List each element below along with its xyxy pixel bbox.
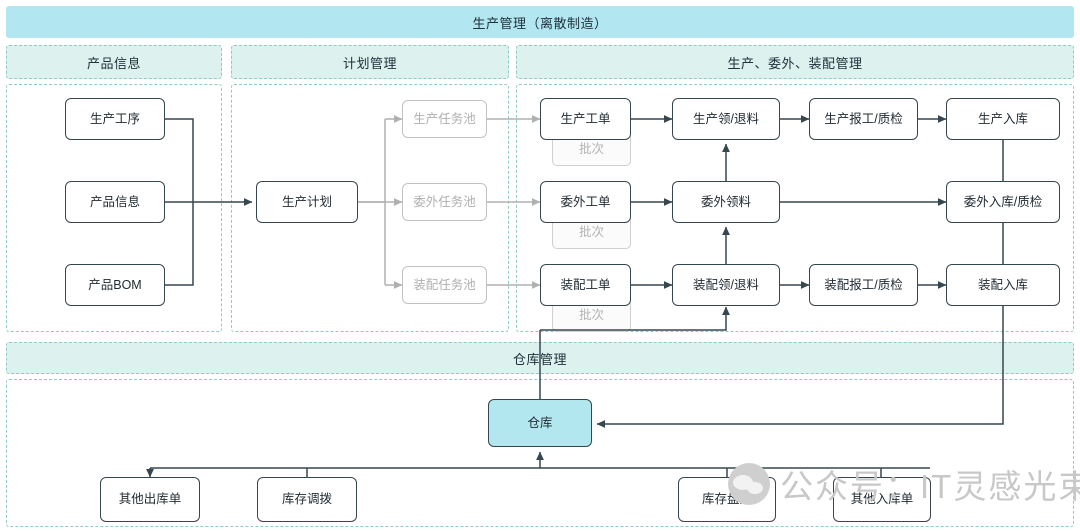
node-label: 批次 (578, 308, 604, 323)
node-label: 装配入库 (977, 277, 1028, 292)
node-label: 仓库 (527, 415, 553, 430)
node-label: 其他出库单 (118, 492, 182, 507)
diagram-title: 生产管理（离散制造） (472, 15, 608, 31)
node-inbound-production[interactable]: 生产入库 (946, 98, 1060, 140)
node-label: 委外任务池 (413, 194, 476, 209)
node-label: 生产工单 (560, 111, 611, 126)
node-issue-production[interactable]: 生产领/退料 (672, 98, 780, 140)
node-label: 委外领料 (700, 194, 751, 209)
section-label: 产品信息 (86, 55, 141, 71)
node-other-inbound[interactable]: 其他入库单 (833, 477, 931, 522)
node-label: 装配工单 (560, 277, 611, 292)
node-label: 生产计划 (281, 194, 332, 209)
zone-plan-management (231, 84, 509, 332)
node-label: 产品信息 (89, 194, 140, 209)
node-label: 库存调拨 (281, 492, 332, 507)
node-label: 生产工序 (89, 111, 140, 126)
node-inbound-outsourcing[interactable]: 委外入库/质检 (946, 181, 1060, 223)
node-product-info[interactable]: 产品信息 (65, 181, 165, 223)
node-warehouse[interactable]: 仓库 (488, 399, 592, 447)
node-label: 装配领/退料 (693, 277, 759, 292)
node-label: 委外工单 (560, 194, 611, 209)
node-work-order-assembly[interactable]: 装配工单 (540, 264, 631, 306)
section-header-warehouse: 仓库管理 (6, 342, 1074, 374)
node-label: 其他入库单 (850, 492, 914, 507)
section-label: 生产、委外、装配管理 (727, 55, 863, 71)
node-other-outbound[interactable]: 其他出库单 (100, 477, 200, 522)
section-header-product-info: 产品信息 (6, 45, 222, 79)
node-stock-transfer[interactable]: 库存调拨 (257, 477, 357, 522)
section-header-plan-management: 计划管理 (231, 45, 509, 79)
node-issue-outsourcing[interactable]: 委外领料 (672, 181, 780, 223)
node-label: 生产任务池 (413, 111, 476, 126)
node-label: 库存盘点 (701, 492, 752, 507)
node-pool-outsourcing[interactable]: 委外任务池 (402, 183, 487, 221)
node-pool-production[interactable]: 生产任务池 (402, 100, 487, 138)
node-label: 生产领/退料 (693, 111, 759, 126)
node-label: 批次 (578, 225, 604, 240)
node-stock-count[interactable]: 库存盘点 (678, 477, 776, 522)
node-label: 装配任务池 (413, 277, 476, 292)
node-label: 批次 (578, 142, 604, 157)
section-label: 仓库管理 (512, 351, 567, 367)
node-label: 生产报工/质检 (824, 111, 903, 126)
node-report-assembly[interactable]: 装配报工/质检 (809, 264, 918, 306)
section-header-production: 生产、委外、装配管理 (516, 45, 1074, 79)
node-pool-assembly[interactable]: 装配任务池 (402, 266, 487, 304)
node-production-plan[interactable]: 生产计划 (256, 181, 358, 223)
section-label: 计划管理 (342, 55, 397, 71)
node-work-order-outsourcing[interactable]: 委外工单 (540, 181, 631, 223)
diagram-title-banner: 生产管理（离散制造） (6, 6, 1074, 38)
node-inbound-assembly[interactable]: 装配入库 (946, 264, 1060, 306)
node-product-bom[interactable]: 产品BOM (65, 264, 165, 306)
node-issue-assembly[interactable]: 装配领/退料 (672, 264, 780, 306)
node-work-order-production[interactable]: 生产工单 (540, 98, 631, 140)
node-label: 产品BOM (88, 277, 142, 292)
zone-product-info (6, 84, 222, 332)
node-label: 委外入库/质检 (963, 194, 1043, 209)
node-label: 生产入库 (977, 111, 1028, 126)
node-report-production[interactable]: 生产报工/质检 (809, 98, 918, 140)
node-production-process[interactable]: 生产工序 (65, 98, 165, 140)
node-label: 装配报工/质检 (824, 277, 903, 292)
